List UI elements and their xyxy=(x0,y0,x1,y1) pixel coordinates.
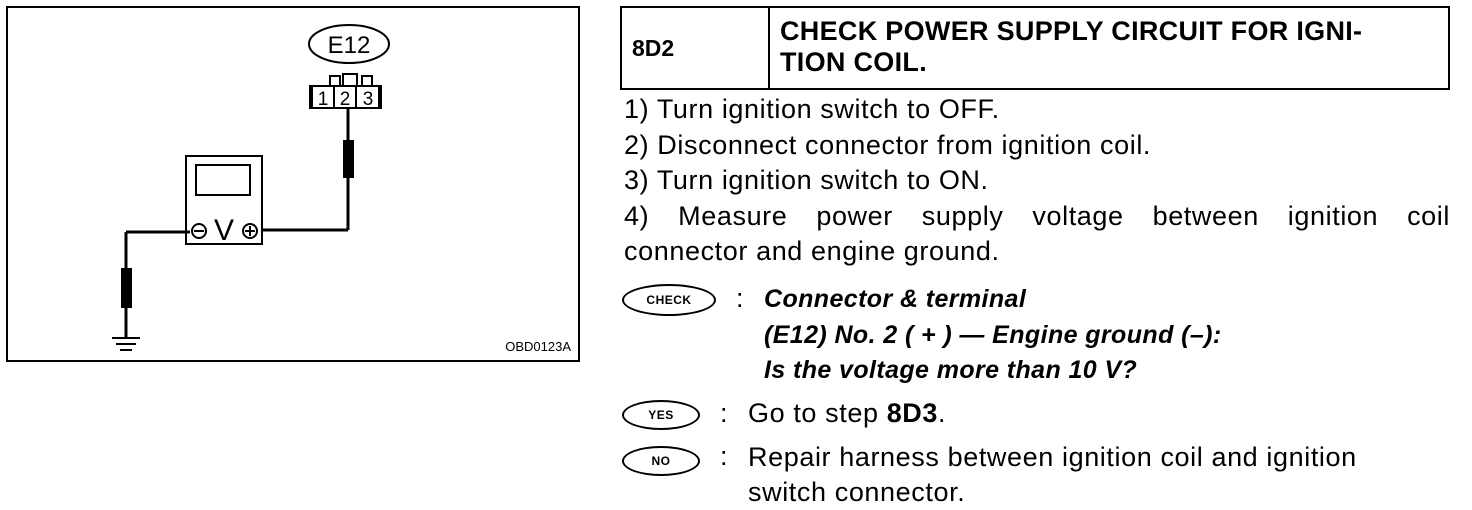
yes-colon: : xyxy=(720,398,728,428)
check-badge: CHECK xyxy=(622,284,716,316)
voltmeter: V xyxy=(185,155,263,247)
pin-1-label: 1 xyxy=(318,89,329,110)
pin-2-label: 2 xyxy=(340,89,351,110)
no-line-1: Repair harness between ignition coil and… xyxy=(748,442,1357,472)
negative-terminal-icon xyxy=(191,223,207,239)
positive-probe-lead xyxy=(262,108,354,232)
procedure-step-4-cont: connector and engine ground. xyxy=(624,236,1000,266)
negative-probe-lead xyxy=(121,230,190,338)
positive-terminal-icon xyxy=(242,223,258,239)
pin-3-label: 3 xyxy=(363,89,374,110)
step-number: 8D2 xyxy=(622,8,770,88)
check-condition: Connector & terminal (E12) No. 2 ( + ) —… xyxy=(764,282,1222,389)
no-action: Repair harness between ignition coil and… xyxy=(748,440,1357,510)
figure-code: OBD0123A xyxy=(505,339,571,354)
procedure-step-1: 1) Turn ignition switch to OFF. xyxy=(624,94,1000,124)
connector-id-ellipse xyxy=(308,24,390,64)
yes-step-ref: 8D3 xyxy=(886,398,939,428)
meter-label: V xyxy=(214,214,234,247)
step-title: CHECK POWER SUPPLY CIRCUIT FOR IGNI- TIO… xyxy=(770,8,1448,88)
connector-id-label: E12 xyxy=(328,32,371,59)
meter-display xyxy=(195,164,251,196)
diagram-svg: E12 1 2 3 xyxy=(112,24,571,354)
check-colon: : xyxy=(736,283,744,313)
step-title-line-2: TION COIL. xyxy=(780,47,927,77)
yes-text: Go to step xyxy=(748,398,887,428)
check-line-3: Is the voltage more than 10 V? xyxy=(764,356,1138,384)
procedure-step-2: 2) Disconnect connector from ignition co… xyxy=(624,129,1152,160)
step-title-line-1: CHECK POWER SUPPLY CIRCUIT FOR IGNI- xyxy=(780,16,1363,46)
check-line-1: Connector & terminal xyxy=(764,285,1027,313)
procedure-step-3: 3) Turn ignition switch to ON. xyxy=(624,165,989,195)
procedure-list: 1) Turn ignition switch to OFF. 2) Disco… xyxy=(624,92,1450,270)
procedure-step-4: 4) Measure power supply voltage between … xyxy=(624,200,1450,231)
step-header: 8D2 CHECK POWER SUPPLY CIRCUIT FOR IGNI-… xyxy=(620,6,1450,90)
check-line-2: (E12) No. 2 ( + ) — Engine ground (–): xyxy=(764,320,1222,349)
wiring-diagram: E12 1 2 3 xyxy=(6,6,580,362)
no-line-2: switch connector. xyxy=(748,477,966,507)
no-colon: : xyxy=(720,441,728,471)
yes-badge: YES xyxy=(622,400,700,430)
no-badge: NO xyxy=(622,446,700,476)
connector-e12: 1 2 3 xyxy=(309,73,382,110)
yes-action: Go to step 8D3. xyxy=(748,398,947,428)
ground-icon xyxy=(112,337,140,351)
